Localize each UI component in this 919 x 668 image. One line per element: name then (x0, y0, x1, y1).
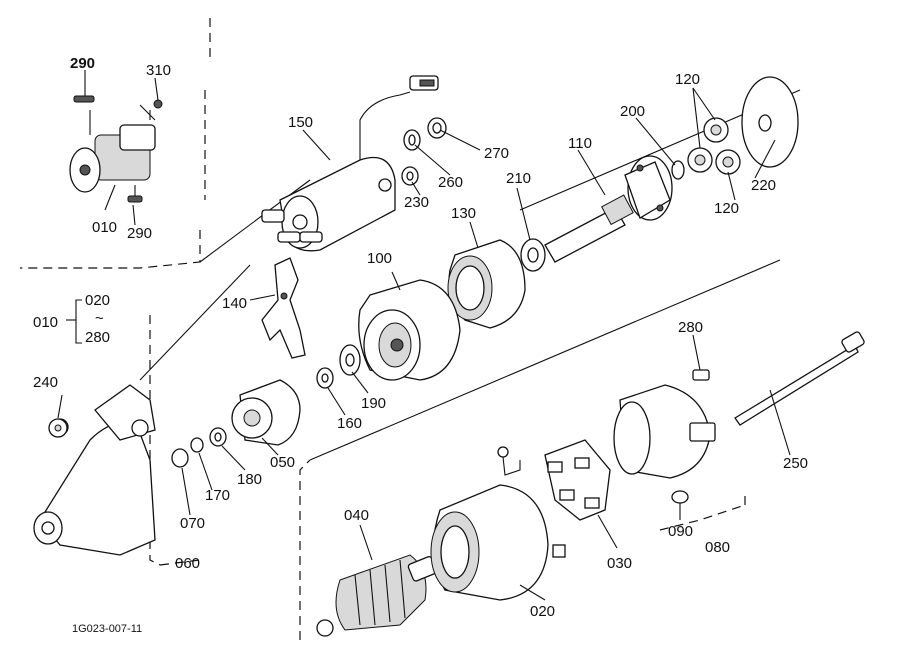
boundary-lines (20, 18, 801, 640)
washer-210 (520, 238, 546, 272)
label-110: 110 (568, 135, 592, 152)
label-020-group: 020 (85, 292, 110, 309)
solenoid-150 (261, 75, 439, 252)
label-tilde: ~ (95, 310, 104, 327)
shaft-110 (544, 155, 673, 263)
brush-holder-030 (544, 439, 611, 521)
label-230: 230 (404, 194, 429, 211)
gear-housing-130 (447, 239, 526, 329)
label-150: 150 (288, 114, 313, 131)
label-070: 070 (180, 515, 205, 532)
leader-lines (57, 70, 791, 601)
label-090: 090 (668, 523, 693, 540)
front-housing-060 (33, 384, 156, 556)
label-050: 050 (270, 454, 295, 471)
label-290-top: 290 (70, 55, 95, 72)
label-190: 190 (361, 395, 386, 412)
footer-code: 1G023-007-11 (72, 623, 142, 635)
label-240: 240 (33, 374, 58, 391)
label-310: 310 (146, 62, 171, 79)
label-170: 170 (205, 487, 230, 504)
armature-040 (316, 554, 438, 637)
lever-140 (261, 257, 306, 359)
label-260: 260 (438, 174, 463, 191)
washers-160-190 (316, 344, 361, 389)
clutch-050 (231, 379, 301, 446)
label-290-bottom: 290 (127, 225, 152, 242)
label-120-top: 120 (675, 71, 700, 88)
group-bracket (66, 299, 82, 344)
label-280-rear: 280 (678, 319, 703, 336)
label-080: 080 (705, 539, 730, 556)
label-270: 270 (484, 145, 509, 162)
label-140: 140 (222, 295, 247, 312)
rings-070-170-180 (171, 427, 227, 468)
label-180: 180 (237, 471, 262, 488)
nut-240 (48, 418, 68, 438)
label-100: 100 (367, 250, 392, 267)
label-280-group: 280 (85, 329, 110, 346)
field-housing-020 (430, 446, 566, 601)
rear-cover-080 (613, 384, 716, 504)
washers-230-260-270 (401, 117, 447, 186)
label-220: 220 (751, 177, 776, 194)
yoke-100 (358, 279, 461, 381)
label-120-bottom: 120 (714, 200, 739, 217)
label-060: 060 (175, 555, 200, 572)
part-labels: 290 310 010 290 150 270 260 230 110 200 … (33, 55, 808, 635)
label-030: 030 (607, 555, 632, 572)
label-160: 160 (337, 415, 362, 432)
label-210: 210 (506, 170, 531, 187)
label-200: 200 (620, 103, 645, 120)
label-020-housing: 020 (530, 603, 555, 620)
label-010-group: 010 (33, 314, 58, 331)
label-040: 040 (344, 507, 369, 524)
label-010-inset: 010 (92, 219, 117, 236)
gears-and-cover (671, 76, 799, 180)
bolts-250-280 (692, 331, 865, 426)
label-250: 250 (783, 455, 808, 472)
assembled-starter-inset (69, 95, 163, 203)
label-130: 130 (451, 205, 476, 222)
